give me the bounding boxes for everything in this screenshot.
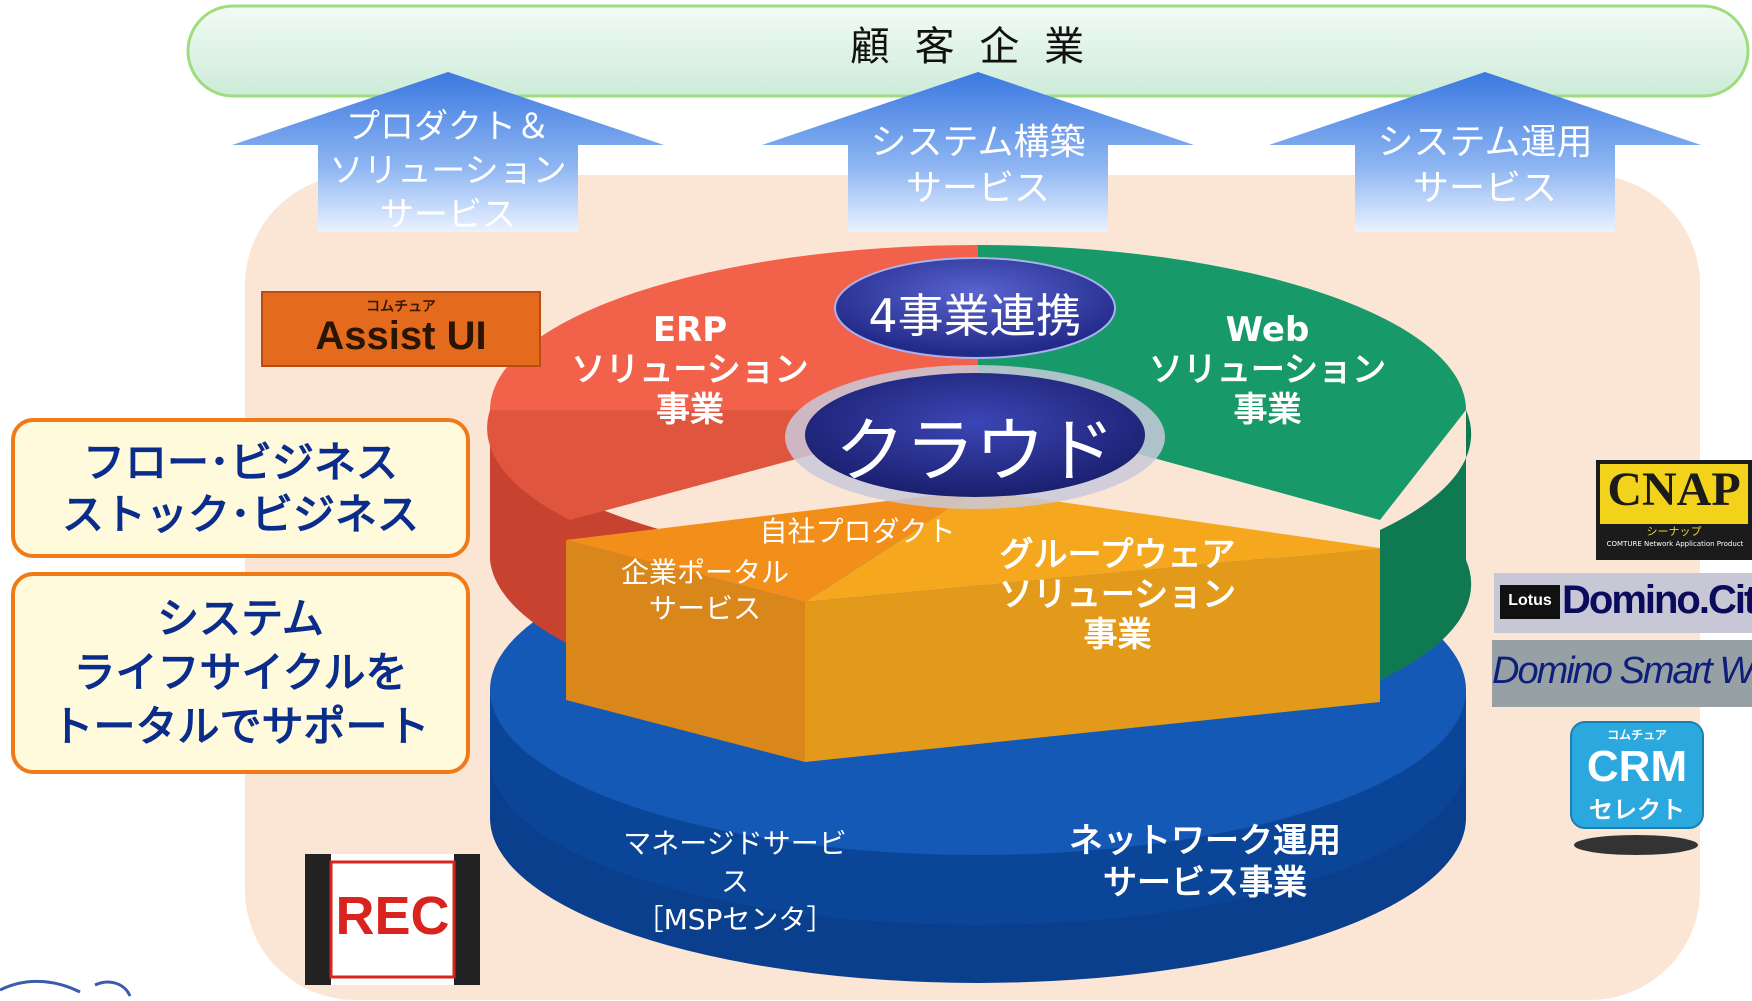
erp-line: 事業	[656, 390, 724, 430]
network-line: サービス事業	[1103, 863, 1307, 903]
erp-line: ソリューション	[571, 350, 809, 390]
rec-film-left	[305, 854, 331, 985]
arrow-build-label: システム構築 サービス	[848, 120, 1108, 212]
arrow-product-label: プロダクト＆ ソリューション サービス	[318, 105, 578, 237]
product-block-side	[566, 540, 805, 762]
network-line: ネットワーク運用	[1069, 821, 1341, 861]
blue-ring-inner-shade	[490, 690, 1466, 925]
flow-business-text: フロー･ビジネス ストック･ビジネス	[13, 437, 468, 541]
crm-shadow	[1574, 835, 1698, 855]
rec-text: REC	[335, 886, 450, 946]
cloud-hub	[805, 373, 1145, 497]
lifecycle-line: トータルでサポート	[51, 702, 430, 751]
arrow-product-line: ソリューション	[329, 151, 567, 191]
arrow-operation-label: システム運用 サービス	[1355, 120, 1615, 212]
arrow-operation-line: サービス	[1412, 168, 1557, 209]
assist-ui-name: Assist UI	[315, 314, 487, 358]
lifecycle-text: システム ライフサイクルを トータルでサポート	[13, 592, 468, 754]
arrow-build	[762, 72, 1194, 232]
web-label: Web ソリューション 事業	[1135, 310, 1400, 430]
lifecycle-box	[11, 572, 470, 774]
flow-business-line: フロー･ビジネス	[82, 438, 398, 487]
arrow-operation	[1269, 72, 1701, 232]
arrow-operation-line: システム運用	[1377, 122, 1593, 163]
lifecycle-line: システム	[157, 594, 324, 643]
cnap-logo-inner	[1600, 464, 1748, 524]
portal-line: 企業ポータル	[620, 556, 789, 589]
cnap-kana: シーナップ	[1646, 525, 1702, 538]
groupware-block-side	[805, 548, 1380, 762]
own-product-label: 自社プロダクト	[759, 515, 956, 548]
corner-scribble	[0, 979, 132, 997]
crm-name: CRM	[1586, 742, 1688, 791]
lotus-badge	[1500, 585, 1560, 619]
lotus-text: Lotus	[1508, 592, 1552, 609]
groupware-label: グループウェア ソリューション 事業	[975, 535, 1260, 655]
managed-line: ［MSPセンタ］	[635, 903, 835, 936]
domino-city-text: Domino.City	[1562, 578, 1752, 622]
assist-ui-logo-bg	[261, 291, 541, 367]
product-block-top	[566, 490, 978, 602]
top-hub	[834, 257, 1116, 359]
crm-logo-bg	[1570, 721, 1704, 829]
lifecycle-line: ライフサイクルを	[73, 648, 408, 697]
arrow-build-line: システム構築	[870, 122, 1086, 163]
web-side	[1380, 410, 1472, 680]
crm-small: コムチュア	[1607, 728, 1667, 742]
managed-label: マネージドサービス ［MSPセンタ］	[610, 825, 860, 939]
groupware-line: ソリューション	[998, 575, 1237, 615]
groupware-line: グループウェア	[999, 535, 1236, 575]
cloud-label: クラウド	[835, 410, 1115, 492]
four-business-label: 4事業連携	[868, 289, 1082, 343]
arrow-product-line: プロダクト＆	[346, 107, 550, 147]
domino-smart-web-logo-bg	[1492, 640, 1752, 707]
portal-line: サービス	[648, 592, 761, 625]
domino-smart-web-text: Domino Smart Web	[1492, 650, 1752, 692]
cnap-name: CNAP	[1607, 463, 1741, 516]
flow-business-line: ストック･ビジネス	[61, 490, 419, 539]
managed-line: マネージドサービス	[623, 827, 847, 898]
web-line: Web	[1225, 310, 1310, 350]
web-line: 事業	[1233, 390, 1302, 430]
assist-ui-small: コムチュア	[366, 299, 436, 315]
erp-line: ERP	[652, 310, 728, 350]
rec-film-right	[454, 854, 480, 985]
erp-label: ERP ソリューション 事業	[560, 310, 820, 430]
crm-sub: セレクト	[1589, 796, 1685, 824]
flow-business-box	[11, 418, 470, 558]
customer-label: 顧 客 企 業	[849, 24, 1091, 70]
groupware-line: 事業	[1083, 615, 1152, 655]
arrow-product	[232, 72, 664, 232]
network-label: ネットワーク運用 サービス事業	[1050, 820, 1360, 904]
arrow-build-line: サービス	[905, 168, 1050, 209]
arrow-product-line: サービス	[380, 195, 516, 235]
groupware-block-top	[805, 490, 1380, 602]
portal-label: 企業ポータル サービス	[605, 555, 805, 627]
rec-red	[329, 860, 456, 979]
cnap-desc: COMTURE Network Application Product	[1606, 540, 1744, 548]
web-line: ソリューション	[1148, 350, 1387, 390]
